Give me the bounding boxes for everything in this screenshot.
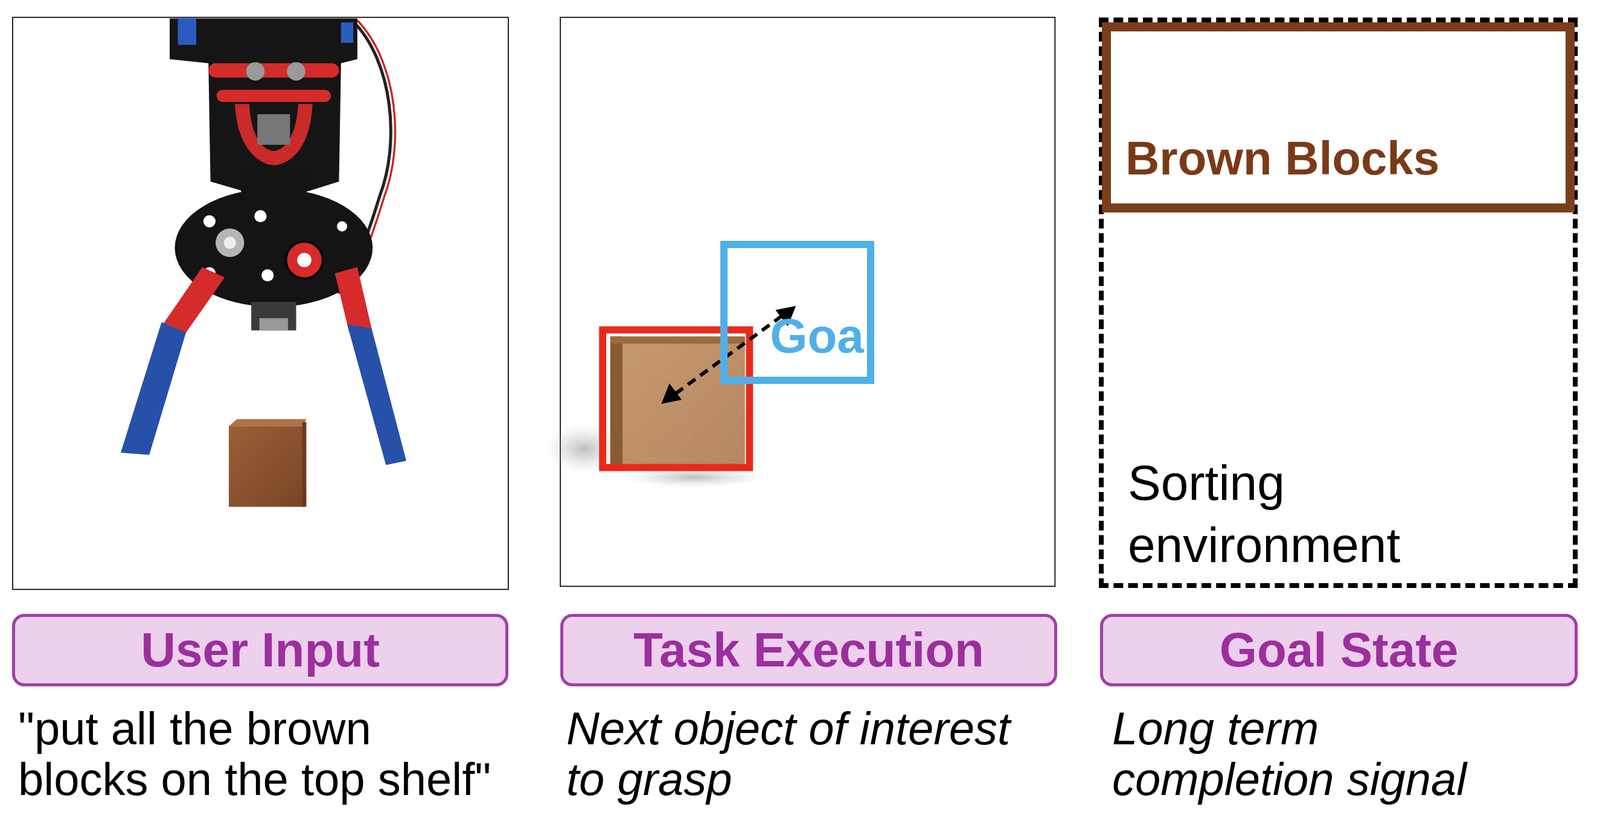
robot-gripper [215,228,244,257]
robot-gripper [335,267,372,333]
brown-block [228,419,307,427]
photo-frames [12,17,1055,590]
cork-block [610,336,623,467]
robot-gripper [347,324,407,465]
robot-gripper [286,62,305,81]
robot-gripper [251,301,296,331]
robot-gripper [341,22,354,43]
brown-block [228,426,305,507]
robot-gripper [203,267,216,280]
robot-gripper [161,267,226,339]
node-text: Task Execution [633,623,985,677]
block-shadow [622,467,765,488]
robot-gripper [254,210,267,223]
robot-gripper [203,214,216,228]
brown-block [228,419,307,507]
stage-tag: User Input [12,614,509,687]
robot-gripper [234,103,313,165]
robot-gripper [178,18,197,45]
node-text: Goal State [1219,623,1459,677]
robot-gripper [246,62,265,81]
block-shadow [545,424,766,488]
stage-tag: Task Execution [560,614,1058,687]
goal-arrow [661,383,682,404]
robot-gripper [342,20,395,296]
robot-gripper [120,18,407,465]
robot-gripper [336,221,348,232]
goal-box: Goal [720,240,875,384]
block-shadow [545,424,623,474]
brown-block [302,422,307,507]
robot-gripper [174,188,373,308]
robot-gripper [240,168,307,210]
node-text: Sorting environment [1127,452,1551,576]
robot-gripper [169,18,358,192]
node-text: Goal [769,312,878,361]
caption-text: Next object of interest to grasp [566,703,1038,805]
environment-box: Sorting environment Brown Blocks [1098,17,1578,589]
photo-frame [560,17,1055,587]
stage-tag: Goal State [1100,614,1578,687]
robot-gripper [338,20,391,295]
robot-gripper [259,318,288,331]
robot-gripper [208,63,339,78]
robot-gripper [120,322,186,456]
robot-gripper [286,241,324,279]
robot-gripper [216,89,331,103]
robot-gripper [261,269,274,282]
caption-text: "put all the brown blocks on the top she… [18,703,502,805]
photo-frame [12,17,509,590]
shelf-box: Brown Blocks [1101,22,1575,213]
node-text: User Input [140,623,380,677]
node-text: Brown Blocks [1125,131,1549,186]
robot-gripper [224,236,237,249]
caption-text: Long term completion signal [1112,703,1535,805]
robot-gripper [297,252,312,268]
robot-gripper [257,114,290,145]
